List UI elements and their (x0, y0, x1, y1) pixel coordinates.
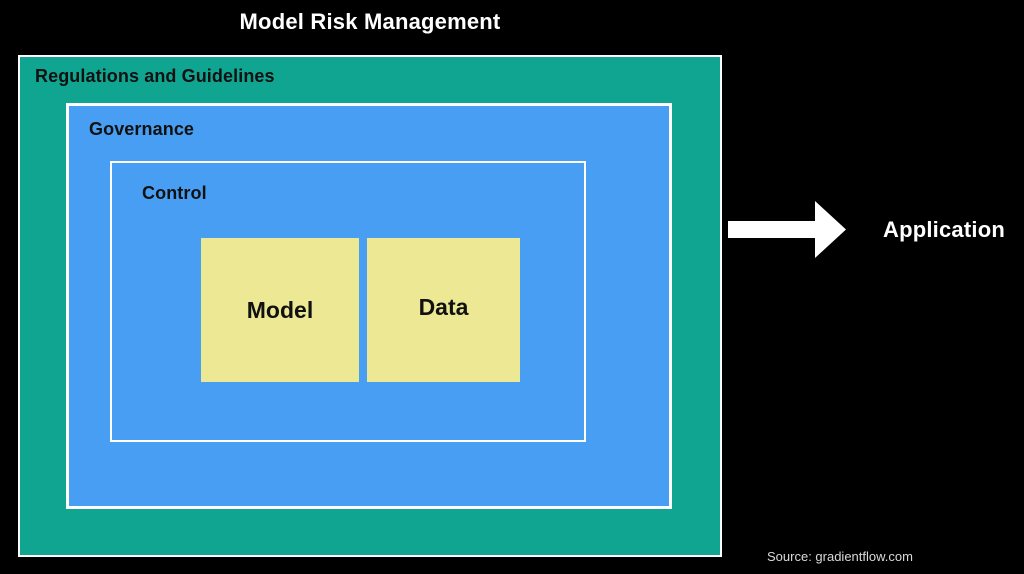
application-label: Application (883, 217, 1005, 242)
control-box: Control (110, 161, 586, 442)
model-box: Model (201, 238, 359, 382)
data-label: Data (418, 293, 469, 320)
governance-label: Governance (89, 119, 195, 139)
arrow-right-icon (728, 201, 846, 258)
source-credit: Source: gradientflow.com (767, 549, 913, 564)
regulations-and-guidelines-label: Regulations and Guidelines (35, 66, 275, 86)
diagram-title: Model Risk Management (239, 9, 501, 34)
model-label: Model (246, 296, 314, 323)
control-label: Control (142, 183, 207, 203)
data-box: Data (367, 238, 520, 382)
